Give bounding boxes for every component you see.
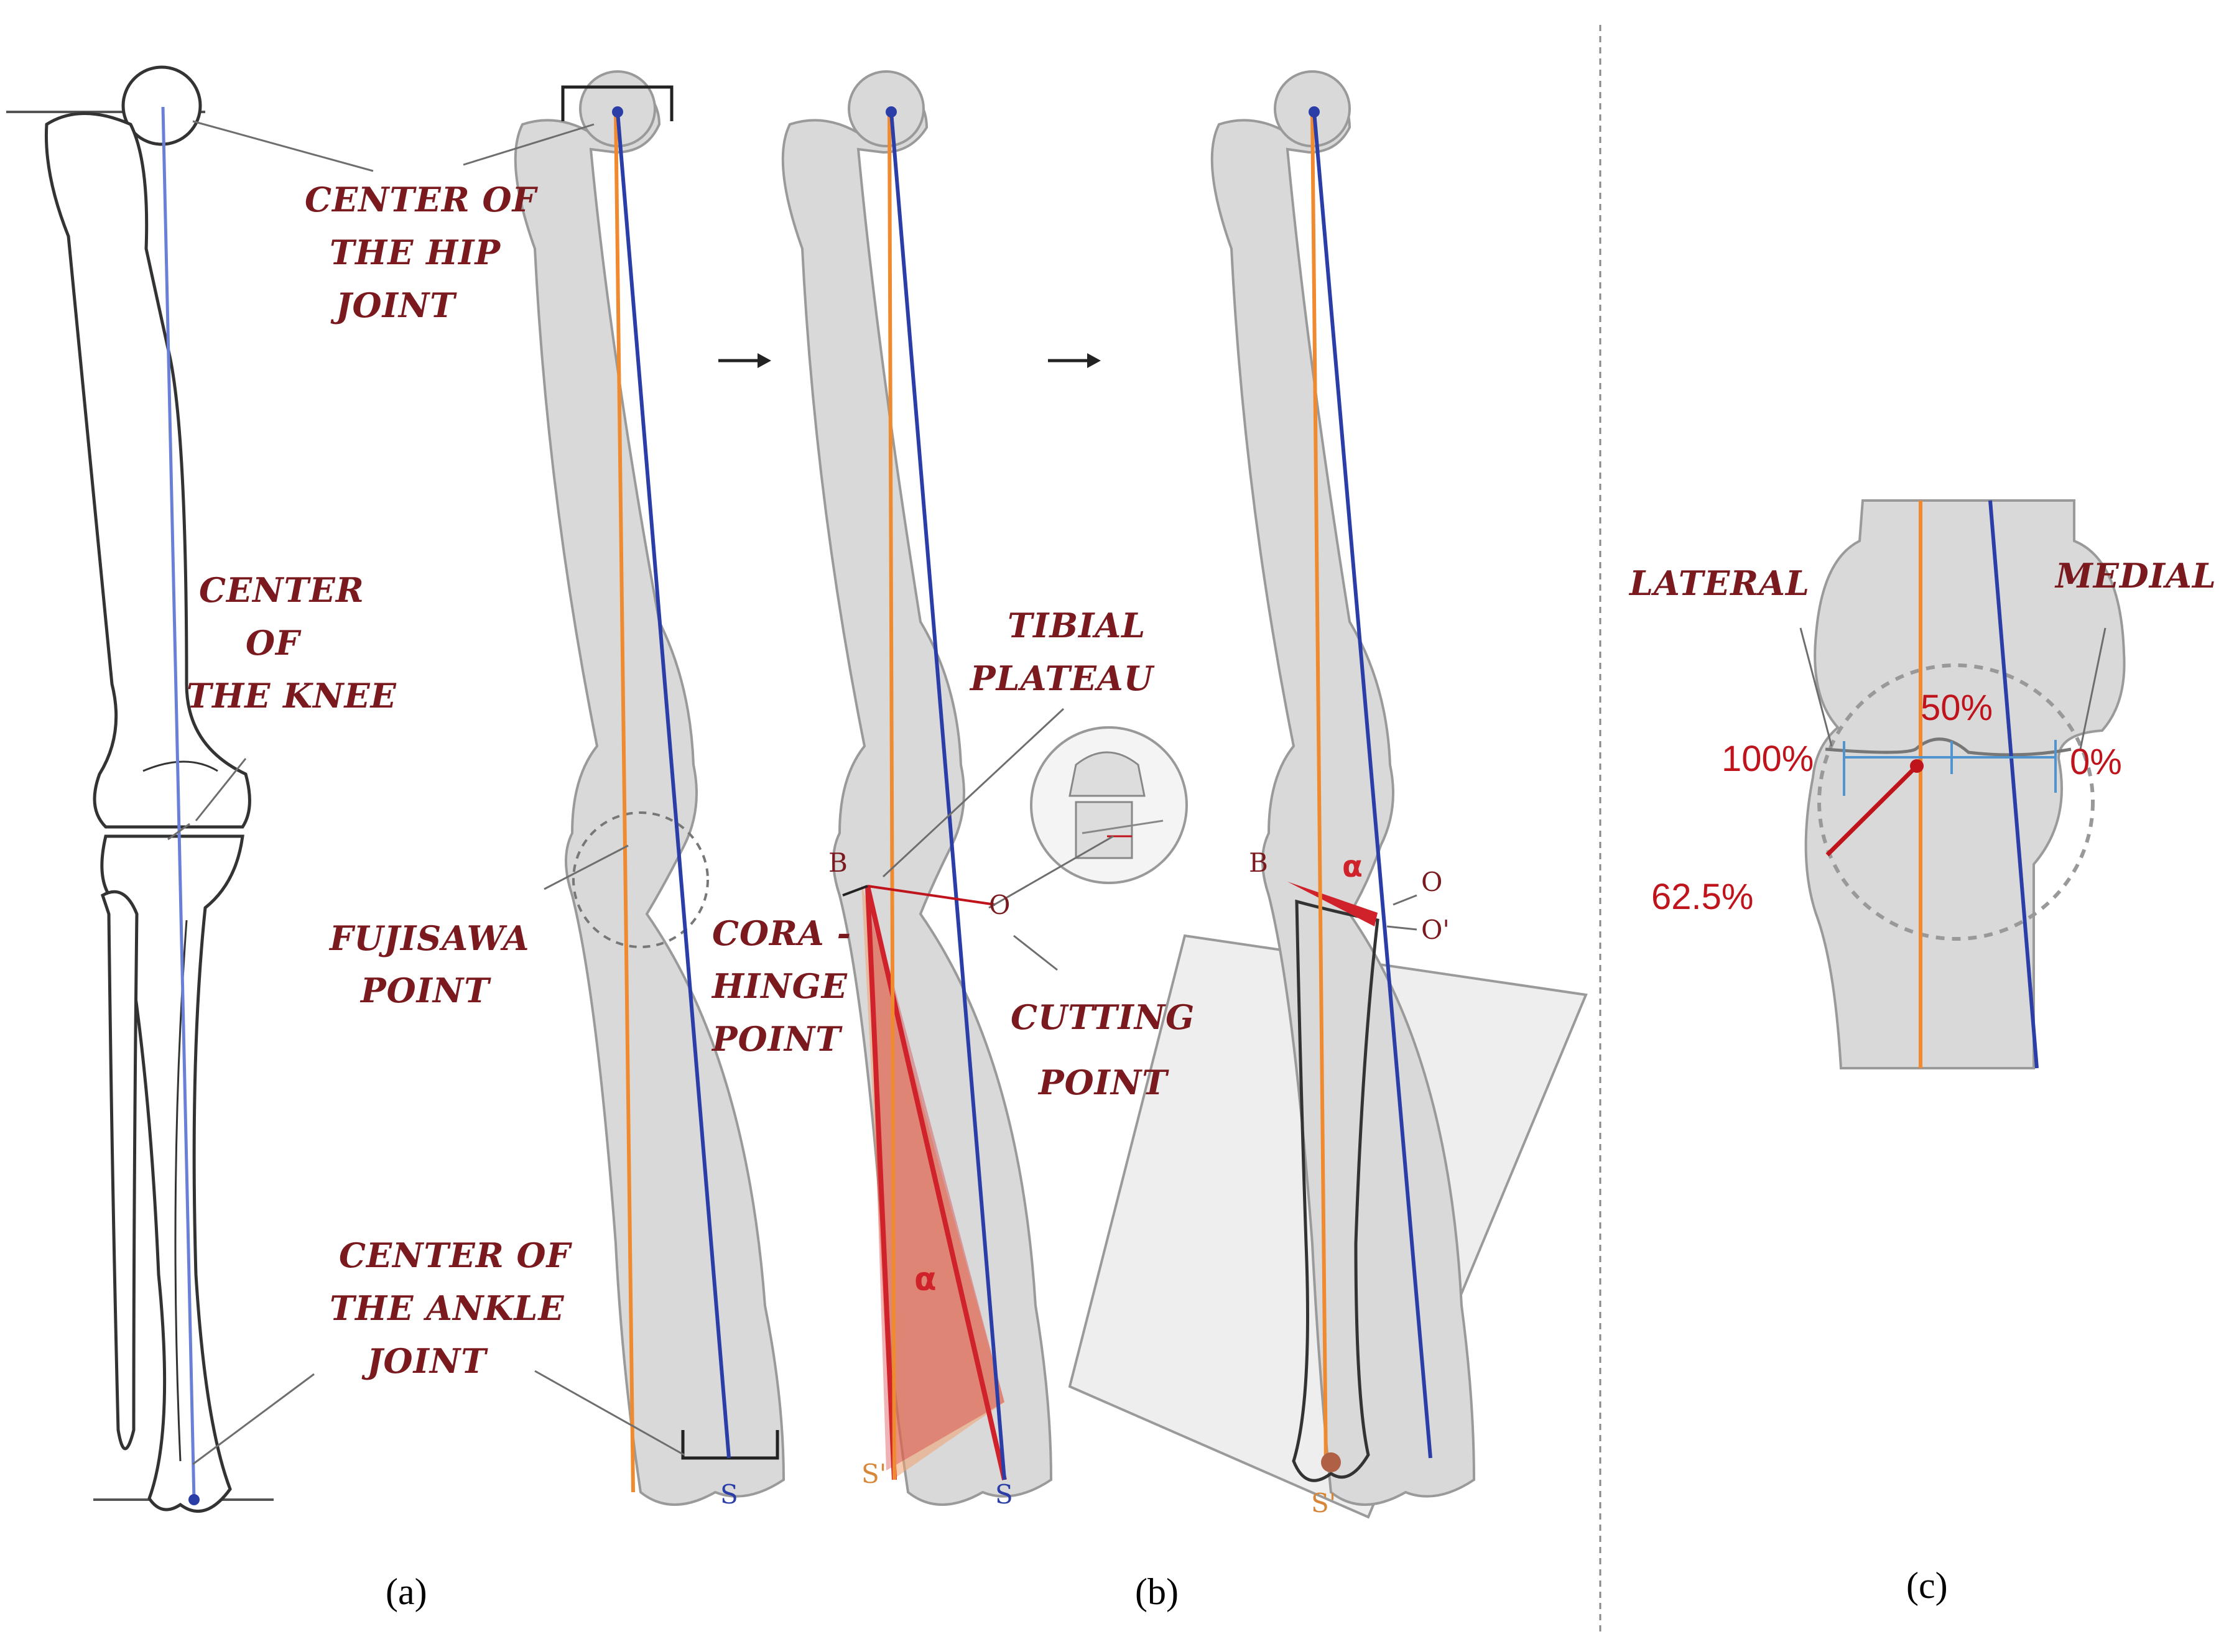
point-o-leader: [1393, 894, 1417, 906]
new-axis-line: [888, 111, 896, 1480]
caption-a: (a): [386, 1571, 427, 1612]
svg-text:PLATEAU: PLATEAU: [969, 658, 1155, 698]
svg-text:OF: OF: [246, 623, 302, 663]
femur-outline: [44, 65, 251, 829]
tibia-outline: [100, 834, 244, 1513]
panel-b1: S: [514, 70, 786, 1510]
leader-lines: [167, 120, 685, 1465]
arrow-b2-b3: [1048, 353, 1101, 368]
osteotomy-line: [867, 885, 996, 906]
svg-text:JOINT: JOINT: [361, 1341, 488, 1381]
ankle-center-dot: [1321, 1452, 1341, 1472]
svg-text:THE ANKLE: THE ANKLE: [330, 1288, 564, 1328]
leg-silhouette-b2: [781, 70, 1053, 1506]
panel-b3: B α O O' S': [1068, 70, 1588, 1519]
svg-text:POINT: POINT: [1037, 1063, 1169, 1102]
tibial-plateau-leader: [882, 708, 1065, 878]
svg-text:THE HIP: THE HIP: [330, 233, 501, 272]
percent-0-label: 0%: [2070, 742, 2122, 782]
label-cutting-point: CUTTING POINT: [1011, 997, 1195, 1102]
knee-inset-circle: [1030, 726, 1188, 884]
mechanical-axis-line: [1312, 111, 1432, 1459]
mechanical-axis-line: [1988, 500, 2039, 1069]
label-fujisawa-point: FUJISAWA POINT: [328, 918, 530, 1010]
hip-bracket: [561, 85, 674, 121]
hip-center-dot: [886, 106, 897, 118]
lateral-label: LATERAL: [1628, 563, 1810, 603]
mechanical-axis-line: [616, 111, 731, 1459]
opened-wedge: [1287, 882, 1378, 926]
svg-text:TIBIAL: TIBIAL: [1008, 606, 1146, 645]
knee-dashed-circle: [572, 811, 709, 948]
point-b-label: B: [828, 847, 848, 878]
svg-text:CUTTING: CUTTING: [1011, 997, 1195, 1037]
arrow-b1-b2: [718, 353, 771, 368]
point-62-5-marker: [1910, 759, 1924, 773]
percent-62-5-label: 62.5%: [1651, 877, 1753, 917]
panel-b2: B O α S' S: [781, 70, 1188, 1510]
svg-text:POINT: POINT: [711, 1019, 843, 1059]
svg-text:THE KNEE: THE KNEE: [187, 676, 397, 716]
point-b-label: B: [1249, 847, 1268, 878]
wedge-edge-lateral: [865, 885, 897, 1480]
knee-dashed-circle: [1817, 663, 2095, 941]
point-o-label: O: [1421, 867, 1442, 897]
medial-leader: [2079, 627, 2107, 750]
hip-center-dot: [1309, 106, 1320, 118]
svg-text:FUJISAWA: FUJISAWA: [328, 918, 530, 958]
knee-closeup: [1804, 499, 2126, 1069]
medial-label: MEDIAL: [2054, 556, 2217, 596]
lateral-leader: [1799, 627, 1833, 747]
caption-b: (b): [1135, 1571, 1179, 1612]
label-cora-hinge: CORA - HINGE POINT: [711, 913, 851, 1059]
percent-50-label: 50%: [1921, 688, 1993, 728]
svg-text:CENTER OF: CENTER OF: [339, 1235, 573, 1275]
svg-text:CORA -: CORA -: [712, 913, 851, 953]
svg-text:CENTER OF: CENTER OF: [305, 180, 539, 219]
mechanical-axis-line: [161, 106, 196, 1500]
percent-100-label: 100%: [1722, 739, 1814, 779]
point-s-prime-label: S': [861, 1459, 886, 1489]
panel-c: LATERAL MEDIAL 100% 50% 0% 62.5%: [1628, 499, 2217, 1069]
label-center-hip: CENTER OF THE HIP JOINT: [305, 180, 539, 325]
point-s-label: S: [720, 1479, 738, 1510]
hinge-marker: [842, 885, 868, 897]
point-s-label: S: [995, 1479, 1013, 1510]
cutting-inset-leader: [988, 835, 1114, 909]
pointer-62-5: [1825, 764, 1919, 857]
alpha-angle-label: α: [914, 1261, 937, 1298]
ankle-center-dot: [188, 1494, 200, 1505]
svg-text:HINGE: HINGE: [711, 966, 848, 1006]
point-s-prime-label: S': [1311, 1488, 1336, 1518]
label-center-ankle: CENTER OF THE ANKLE JOINT: [330, 1235, 573, 1381]
svg-text:POINT: POINT: [359, 971, 491, 1010]
new-axis-line: [1310, 111, 1328, 1468]
cutting-point-leader: [1013, 934, 1058, 971]
plateau-ruler: [1843, 740, 2057, 796]
caption-c: (c): [1906, 1565, 1948, 1606]
ankle-bracket: [681, 1430, 779, 1460]
hip-center-dot: [612, 106, 623, 118]
svg-text:CENTER: CENTER: [199, 570, 364, 610]
point-o-label: O: [989, 890, 1010, 920]
new-axis-line: [614, 111, 635, 1493]
tibia-outline: [1292, 899, 1379, 1482]
label-center-knee: CENTER OF THE KNEE: [187, 570, 397, 716]
wedge-edge-medial: [865, 885, 1007, 1480]
mechanical-axis-line: [889, 111, 1006, 1480]
label-tibial-plateau: TIBIAL PLATEAU: [969, 606, 1155, 698]
alpha-angle-label: α: [1342, 849, 1363, 884]
point-o-prime-label: O': [1421, 915, 1450, 945]
point-o-prime-leader: [1386, 925, 1417, 931]
panel-a: [6, 65, 274, 1513]
joint-line: [1825, 737, 2072, 757]
svg-text:JOINT: JOINT: [330, 285, 457, 325]
